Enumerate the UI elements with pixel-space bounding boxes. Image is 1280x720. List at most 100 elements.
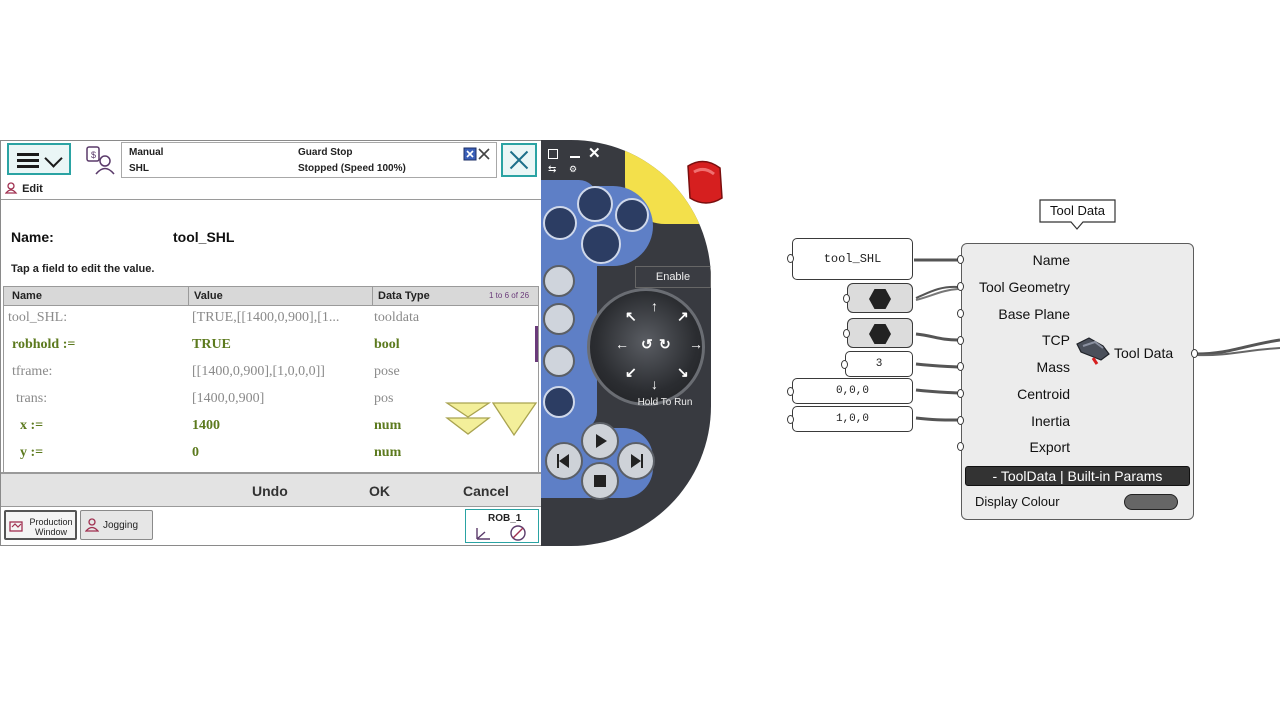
close-button[interactable] <box>501 143 537 177</box>
joystick[interactable] <box>587 288 705 406</box>
row-name: tool_SHL: <box>8 310 68 325</box>
tcp-source-grip[interactable] <box>843 329 850 338</box>
prog-key-3[interactable] <box>615 198 649 232</box>
input-grip-tool-geometry[interactable] <box>957 282 964 291</box>
operating-mode: Manual <box>129 147 164 158</box>
jogging-icon <box>85 518 99 532</box>
jog-device: ✕ ⇆ ⚙ Enable ↑ ↓ ← → ↖ ↗ ↙ ↘ ↺ ↻ Hold To… <box>541 140 711 546</box>
input-grip-base-plane[interactable] <box>957 309 964 318</box>
grid-header: Name Value Data Type 1 to 6 of 26 <box>3 286 539 306</box>
hold-to-run-button[interactable]: Hold To Run <box>637 397 693 408</box>
table-row[interactable]: y := 0 num <box>4 441 538 468</box>
scrollbar[interactable] <box>535 326 538 362</box>
step-forward-button[interactable] <box>617 442 655 480</box>
input-grip-centroid[interactable] <box>957 389 964 398</box>
row-type: bool <box>374 337 400 352</box>
prog-key-4[interactable] <box>581 224 621 264</box>
enable-button[interactable]: Enable <box>635 266 711 288</box>
inertia-panel[interactable]: 1,0,0 <box>792 406 913 432</box>
centroid-panel-value: 0,0,0 <box>835 385 869 397</box>
hint-text: Tap a field to edit the value. <box>11 263 155 275</box>
table-row[interactable]: tframe: [[1400,0,900],[1,0,0,0]] pose <box>4 360 538 387</box>
output-grip-tool-data[interactable] <box>1191 349 1198 358</box>
motors-status-icon[interactable] <box>463 147 491 161</box>
row-type: pos <box>374 391 394 406</box>
input-tool-geometry-label[interactable]: Tool Geometry <box>978 279 1070 295</box>
mass-panel-grip[interactable] <box>841 360 848 369</box>
input-grip-inertia[interactable] <box>957 416 964 425</box>
input-grip-mass[interactable] <box>957 362 964 371</box>
centroid-panel[interactable]: 0,0,0 <box>792 378 913 404</box>
input-name-label[interactable]: Name <box>1032 252 1070 268</box>
jog-arrows-icon: ↑ ↓ ← → ↖ ↗ ↙ ↘ ↺ ↻ <box>615 298 703 392</box>
view-label: Edit <box>22 183 43 195</box>
table-row[interactable]: trans: [1400,0,900] pos <box>4 387 538 414</box>
prog-key-1[interactable] <box>577 186 613 222</box>
input-mass-label[interactable]: Mass <box>1036 359 1070 375</box>
command-bar: Undo OK Cancel <box>1 472 541 507</box>
ok-button[interactable]: OK <box>369 483 390 499</box>
increment-key[interactable] <box>543 345 575 377</box>
controller-name: SHL <box>129 163 149 174</box>
main-menu-button[interactable] <box>7 143 71 175</box>
input-grip-export[interactable] <box>957 442 964 451</box>
close-icon[interactable]: ✕ <box>588 145 601 162</box>
step-back-icon <box>557 454 569 468</box>
production-window-button[interactable]: Production Window <box>4 510 77 540</box>
row-value: TRUE <box>192 337 231 352</box>
tool-data-component[interactable]: Name Tool Geometry Base Plane TCP Mass C… <box>961 243 1194 520</box>
stop-button[interactable] <box>581 462 619 500</box>
table-row[interactable]: tool_SHL: [TRUE,[[1400,0,900],[1... tool… <box>4 306 538 333</box>
prog-key-2[interactable] <box>543 206 577 240</box>
operator-icon[interactable]: $ <box>85 145 115 175</box>
mass-panel-value: 3 <box>875 358 883 370</box>
display-colour-swatch[interactable] <box>1124 494 1178 510</box>
step-backward-button[interactable] <box>545 442 583 480</box>
restore-icon[interactable] <box>548 149 558 159</box>
row-type: num <box>374 418 402 433</box>
window-controls: ✕ ⇆ ⚙ <box>545 145 605 176</box>
swap-icon[interactable]: ⇆ <box>548 164 557 175</box>
component-footer[interactable]: - ToolData | Built-in Params <box>965 466 1190 486</box>
input-inertia-label[interactable]: Inertia <box>1031 413 1070 429</box>
user-edit-icon <box>4 182 18 194</box>
cancel-button[interactable]: Cancel <box>463 483 509 499</box>
motion-mode-key[interactable] <box>543 303 575 335</box>
inertia-panel-grip[interactable] <box>787 415 794 424</box>
play-icon <box>596 434 607 448</box>
mechanical-unit-key[interactable] <box>543 265 575 297</box>
input-grip-tcp[interactable] <box>957 336 964 345</box>
table-row[interactable]: robhold := TRUE bool <box>4 333 538 360</box>
input-export-label[interactable]: Export <box>1029 439 1070 455</box>
input-grip-name[interactable] <box>957 255 964 264</box>
taskbar: Production Window Jogging ROB_1 <box>1 507 541 545</box>
column-value: Value <box>194 290 223 302</box>
tool-geometry-source-grip[interactable] <box>843 294 850 303</box>
column-name: Name <box>12 290 42 302</box>
centroid-panel-grip[interactable] <box>787 387 794 396</box>
minimize-icon[interactable] <box>570 156 580 158</box>
name-value: tool_SHL <box>173 229 235 245</box>
jogging-button[interactable]: Jogging <box>80 510 153 540</box>
settings-icon[interactable]: ⚙ <box>569 164 578 174</box>
chevron-down-icon <box>44 149 63 168</box>
table-row[interactable]: x := 1400 num <box>4 414 538 441</box>
scroll-down-icon[interactable] <box>444 401 538 437</box>
step-forward-icon <box>631 454 643 468</box>
run-state: Stopped (Speed 100%) <box>298 163 406 174</box>
tool-geometry-source[interactable] <box>847 283 913 313</box>
input-centroid-label[interactable]: Centroid <box>1017 386 1070 402</box>
quickset-rob1-button[interactable]: ROB_1 <box>465 509 539 543</box>
output-tool-data-label[interactable]: Tool Data <box>1114 345 1174 361</box>
toggle-key[interactable] <box>543 386 575 418</box>
input-base-plane-label[interactable]: Base Plane <box>998 306 1070 322</box>
edit-view-tab[interactable]: Edit <box>4 182 43 198</box>
plane-icon <box>869 324 891 344</box>
input-tcp-label[interactable]: TCP <box>1042 332 1070 348</box>
name-panel-input-grip[interactable] <box>787 254 794 263</box>
start-button[interactable] <box>581 422 619 460</box>
mass-panel[interactable]: 3 <box>845 351 913 377</box>
tcp-source[interactable] <box>847 318 913 348</box>
name-panel[interactable]: tool_SHL <box>792 238 913 280</box>
undo-button[interactable]: Undo <box>252 483 288 499</box>
